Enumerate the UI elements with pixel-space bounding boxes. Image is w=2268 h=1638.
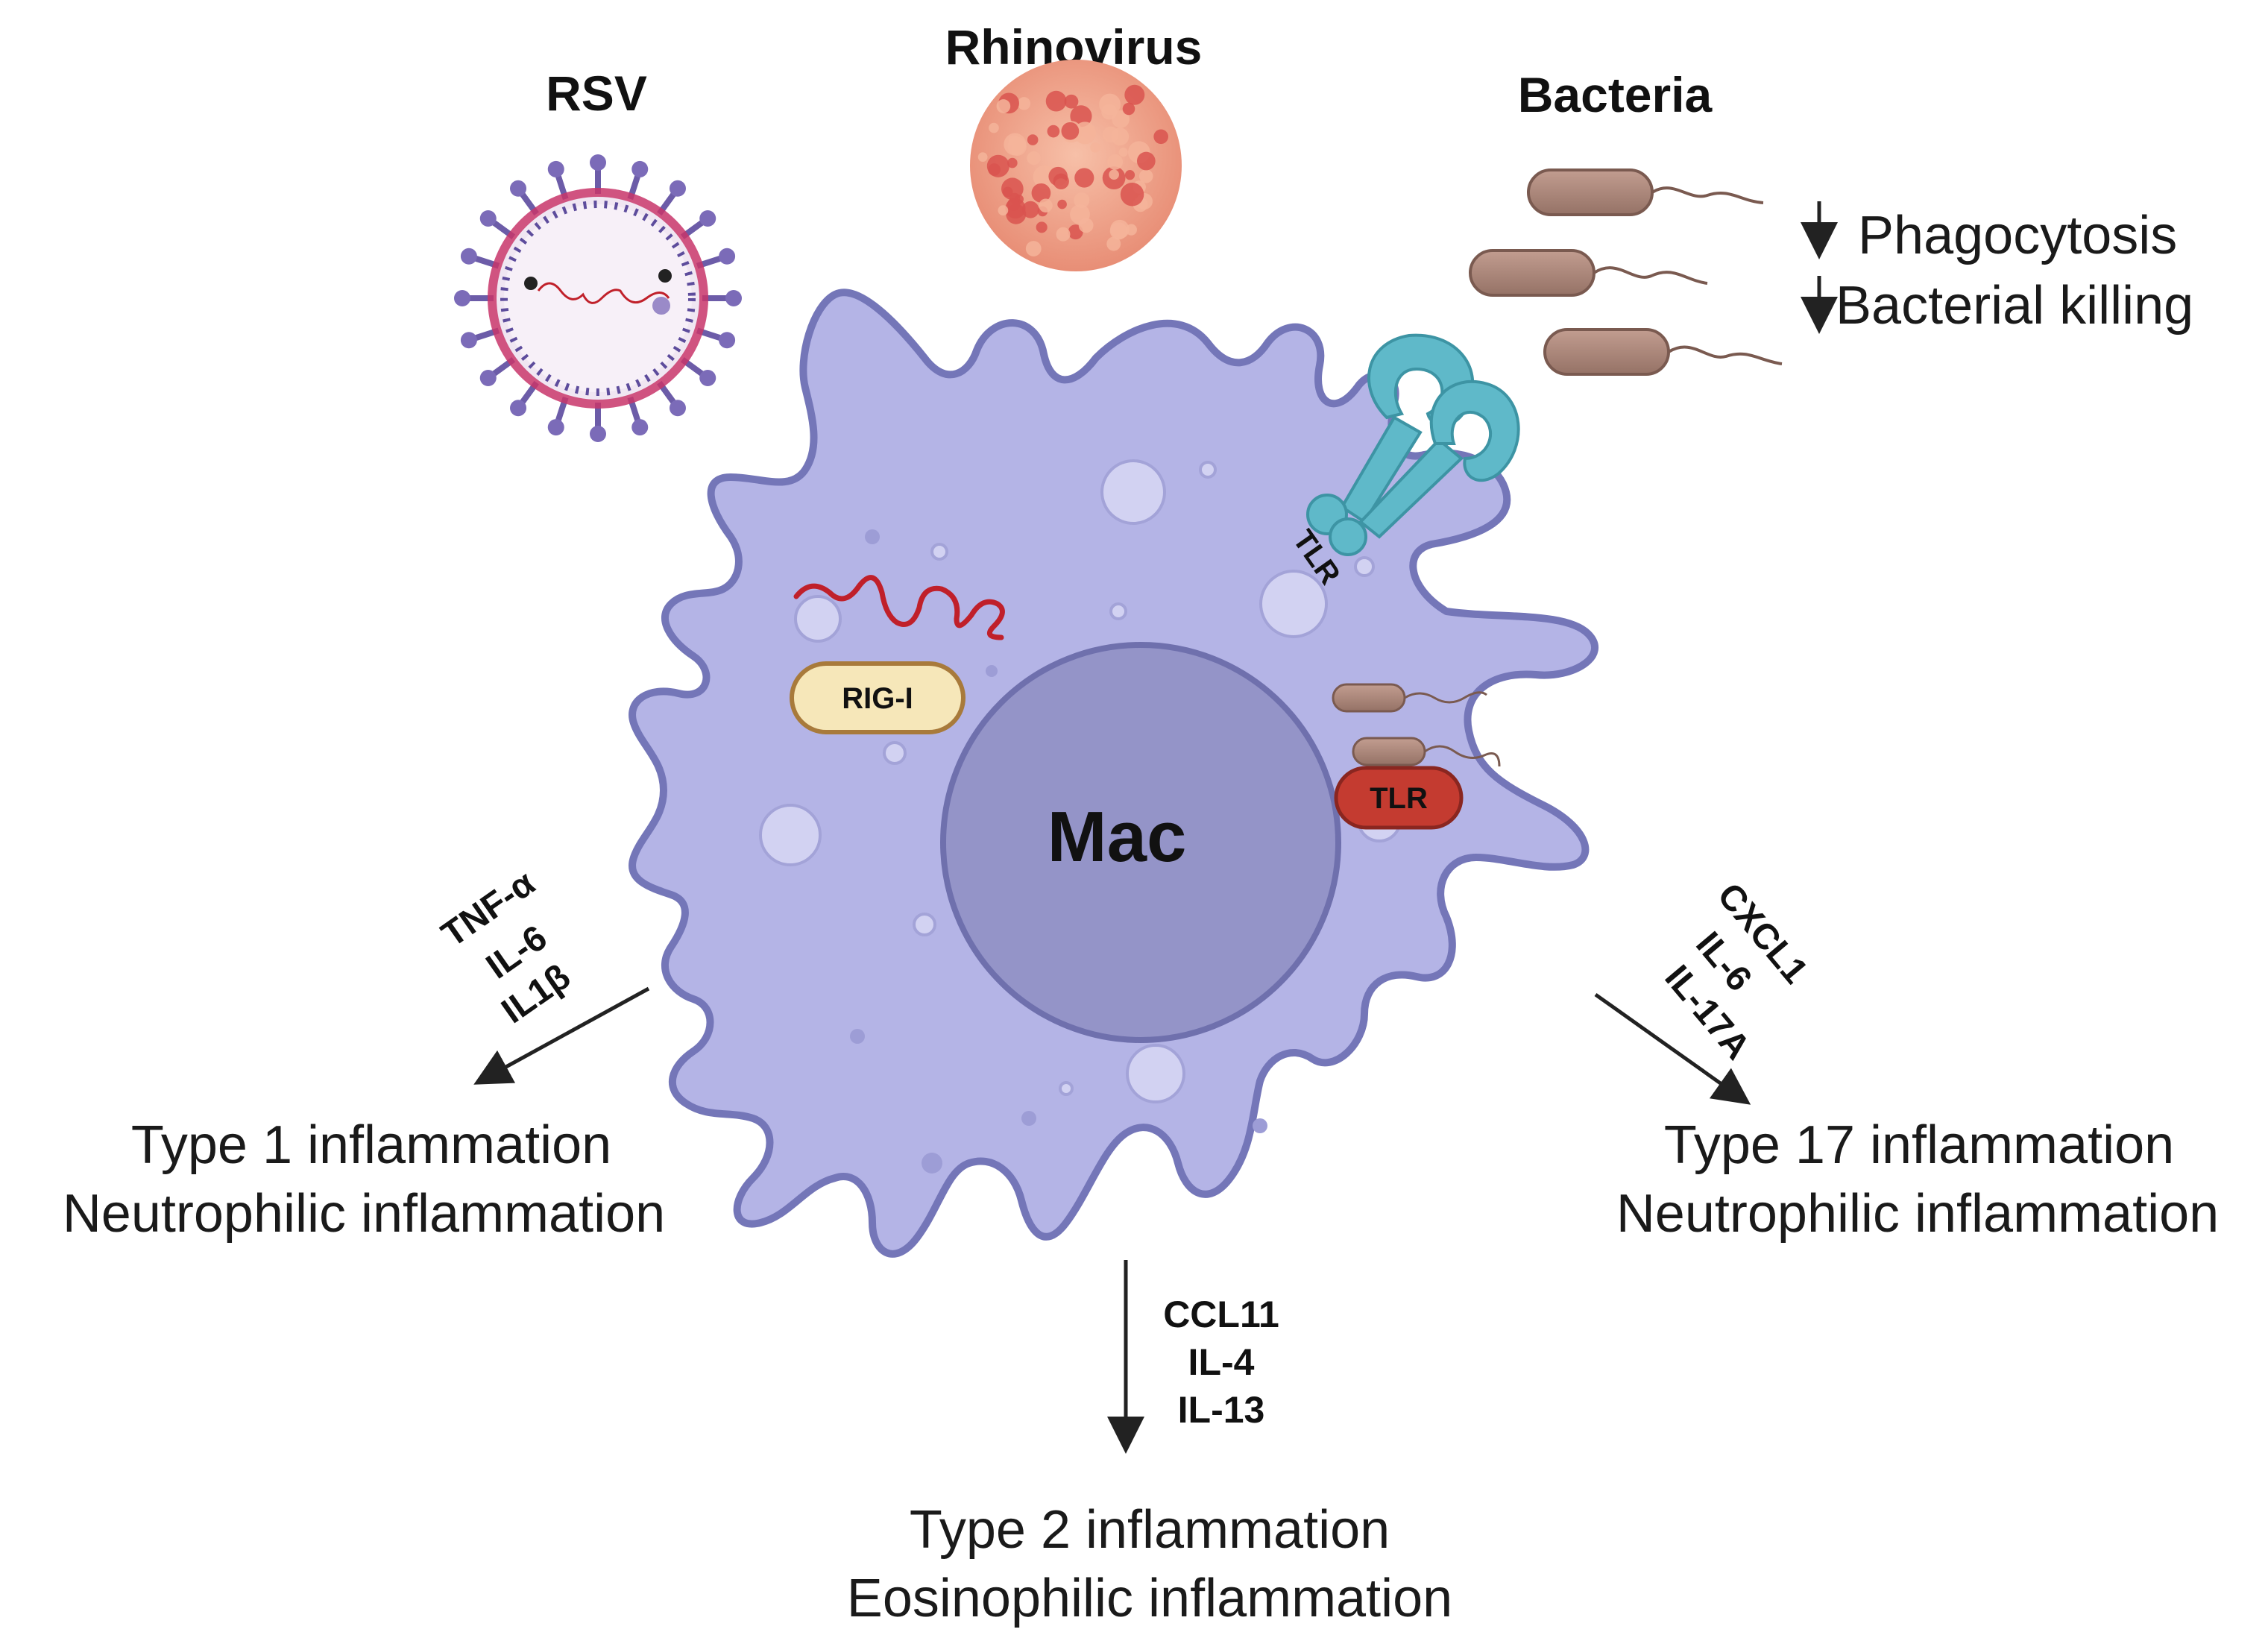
bacteria-icon — [1469, 168, 1783, 376]
bottom-cytokine-1: CCL11 — [1163, 1294, 1279, 1335]
right-cytokines: CXCL1 IL-6 IL-17A — [1657, 876, 1815, 1068]
effect-bacterial-killing: Bacterial killing — [1801, 276, 2193, 336]
right-outcome-2: Neutrophilic inflammation — [1616, 1184, 2219, 1244]
bottom-cytokine-2: IL-4 — [1188, 1341, 1255, 1383]
bottom-outcome-1: Type 2 inflammation — [910, 1500, 1390, 1560]
effect-phagocytosis: Phagocytosis — [1801, 201, 2177, 265]
cell-vesicles — [759, 459, 1402, 1174]
internalized-bacteria-icon — [1332, 683, 1501, 767]
right-outcome-1: Type 17 inflammation — [1664, 1115, 2174, 1175]
cell-label: Mac — [1048, 797, 1187, 877]
rig-i-label: RIG-I — [842, 682, 913, 715]
left-outcome-1: Type 1 inflammation — [131, 1115, 611, 1175]
surface-tlr-receptor-icon — [1306, 333, 1520, 556]
rsv-virus-icon — [454, 154, 742, 442]
right-arrow — [1594, 992, 1751, 1105]
left-arrow — [473, 986, 650, 1085]
rhinovirus-icon — [970, 60, 1182, 271]
bottom-cytokine-3: IL-13 — [1178, 1389, 1265, 1431]
bottom-cytokines: CCL11 IL-4 IL-13 — [1163, 1294, 1279, 1431]
internal-tlr-receptor — [1334, 766, 1464, 830]
effect-line-2: Bacterial killing — [1836, 276, 2193, 336]
rsv-label: RSV — [546, 66, 647, 121]
viral-rna-icon — [793, 575, 1005, 640]
rig-i-receptor — [790, 661, 966, 734]
effect-line-1: Phagocytosis — [1858, 206, 2177, 265]
left-outcome-2: Neutrophilic inflammation — [63, 1184, 665, 1244]
bacteria-label: Bacteria — [1518, 67, 1713, 122]
bottom-outcome-2: Eosinophilic inflammation — [847, 1569, 1452, 1628]
internal-tlr-label: TLR — [1370, 782, 1428, 815]
nucleus — [940, 642, 1341, 1043]
left-cytokines: TNF-α IL-6 IL1β — [435, 863, 578, 1032]
